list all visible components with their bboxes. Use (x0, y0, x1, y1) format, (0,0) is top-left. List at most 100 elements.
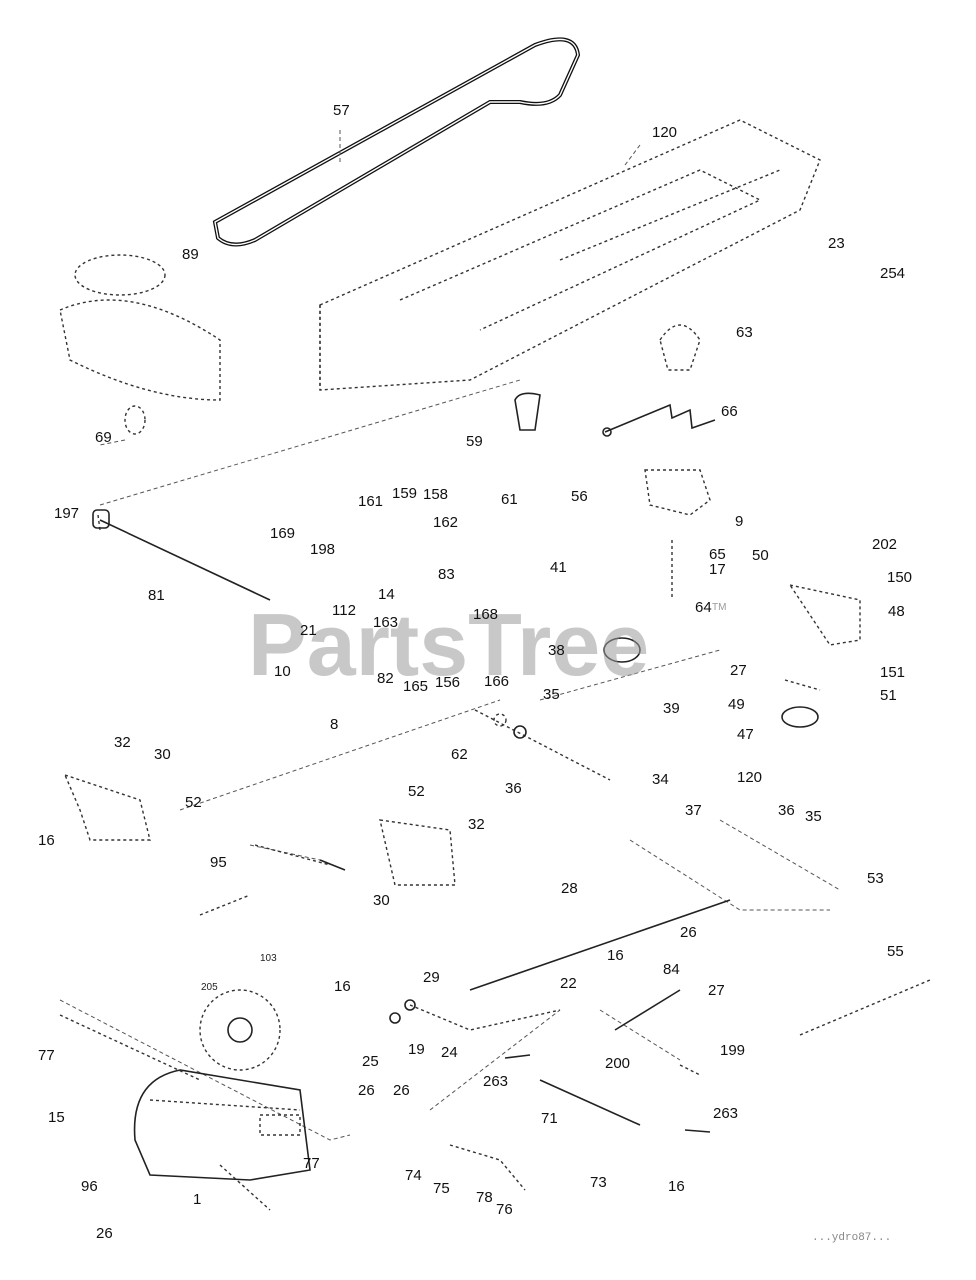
callout: 199 (720, 1042, 745, 1059)
callout: 1 (193, 1191, 201, 1208)
callout: 63 (736, 324, 753, 341)
callout: 26 (393, 1082, 410, 1099)
callout: 163 (373, 614, 398, 631)
callout: 61 (501, 491, 518, 508)
callout: 112 (332, 602, 356, 619)
callout: 89 (182, 246, 199, 263)
bracket-right (781, 583, 861, 728)
callout: 75 (433, 1180, 450, 1197)
callout: 39 (663, 700, 680, 717)
callout: 78 (476, 1189, 493, 1206)
callout: 76 (496, 1201, 513, 1218)
callout: 16 (38, 832, 55, 849)
leader-lines (59, 130, 841, 1141)
callout: 16 (607, 947, 624, 964)
callout: 34 (652, 771, 669, 788)
callout: 30 (373, 892, 390, 909)
callout: 9 (735, 513, 743, 530)
callout: 120 (737, 769, 762, 786)
callout: 263 (713, 1105, 738, 1122)
ring-38 (603, 637, 641, 663)
lever-parts (504, 1054, 711, 1133)
callout: 29 (423, 969, 440, 986)
bracket-left (63, 773, 456, 886)
callout: 38 (548, 642, 565, 659)
callout: 162 (433, 514, 458, 531)
callout: 84 (663, 961, 680, 978)
callout: 254 (880, 265, 905, 282)
bracket-hook (514, 392, 541, 431)
callout: 69 (95, 429, 112, 446)
callout: 53 (867, 870, 884, 887)
callout: 158 (423, 486, 448, 503)
callout: 37 (685, 802, 702, 819)
callout: 150 (887, 569, 912, 586)
hardware-small (449, 1144, 526, 1191)
callout: 81 (148, 587, 165, 604)
callout: 16 (334, 978, 351, 995)
watermark-tm: TM (712, 602, 726, 613)
callout: 10 (274, 663, 291, 680)
callout: 82 (377, 670, 394, 687)
callout: 52 (408, 783, 425, 800)
callout: 59 (466, 433, 483, 450)
callout: 35 (805, 808, 822, 825)
callout: 36 (505, 780, 522, 797)
callout: 19 (408, 1041, 425, 1058)
callout: 27 (708, 982, 725, 999)
hub-9 (644, 469, 711, 600)
callout: 95 (210, 854, 227, 871)
callout: 49 (728, 696, 745, 713)
rod-55 (799, 979, 931, 1036)
callout: 197 (54, 505, 79, 522)
callout: 77 (303, 1155, 320, 1172)
callout: 8 (330, 716, 338, 733)
transaxle (59, 989, 311, 1211)
callout: 65 (709, 546, 726, 563)
callout: 55 (887, 943, 904, 960)
callout: 32 (114, 734, 131, 751)
pulley-cover (59, 254, 221, 435)
callout: 165 (403, 678, 428, 695)
callout: 71 (541, 1110, 558, 1127)
callout: 30 (154, 746, 171, 763)
callout: 169 (270, 525, 295, 542)
callout: 17 (709, 561, 726, 578)
callout: 26 (96, 1225, 113, 1242)
callout: 27 (730, 662, 747, 679)
callout: 52 (185, 794, 202, 811)
callout: 22 (560, 975, 577, 992)
callout: 56 (571, 488, 588, 505)
callout: 202 (872, 536, 897, 553)
callout: 23 (828, 235, 845, 252)
callout: 26 (358, 1082, 375, 1099)
pulley (659, 324, 701, 371)
callout: 166 (484, 673, 509, 690)
callout: 73 (590, 1174, 607, 1191)
diagram-code: ...ydro87... (812, 1232, 891, 1244)
callout: 263 (483, 1073, 508, 1090)
callout: 205 (201, 982, 218, 993)
drive-belt (212, 37, 581, 247)
frame-chassis (319, 119, 821, 391)
callout: 64 (695, 599, 712, 616)
callout: 156 (435, 674, 460, 691)
callout: 120 (652, 124, 677, 141)
callout: 50 (752, 547, 769, 564)
callout: 159 (392, 485, 417, 502)
callout: 77 (38, 1047, 55, 1064)
rods (389, 899, 731, 1126)
callout: 14 (378, 586, 395, 603)
callout: 62 (451, 746, 468, 763)
callout: 96 (81, 1178, 98, 1195)
cable-95 (199, 844, 346, 916)
shaft-81 (92, 509, 271, 601)
callout: 36 (778, 802, 795, 819)
callout: 47 (737, 726, 754, 743)
callout: 41 (550, 559, 567, 576)
linkage-shaft (474, 709, 611, 781)
callout: 21 (300, 622, 317, 639)
callout: 66 (721, 403, 738, 420)
callout: 15 (48, 1109, 65, 1126)
callout: 24 (441, 1044, 458, 1061)
